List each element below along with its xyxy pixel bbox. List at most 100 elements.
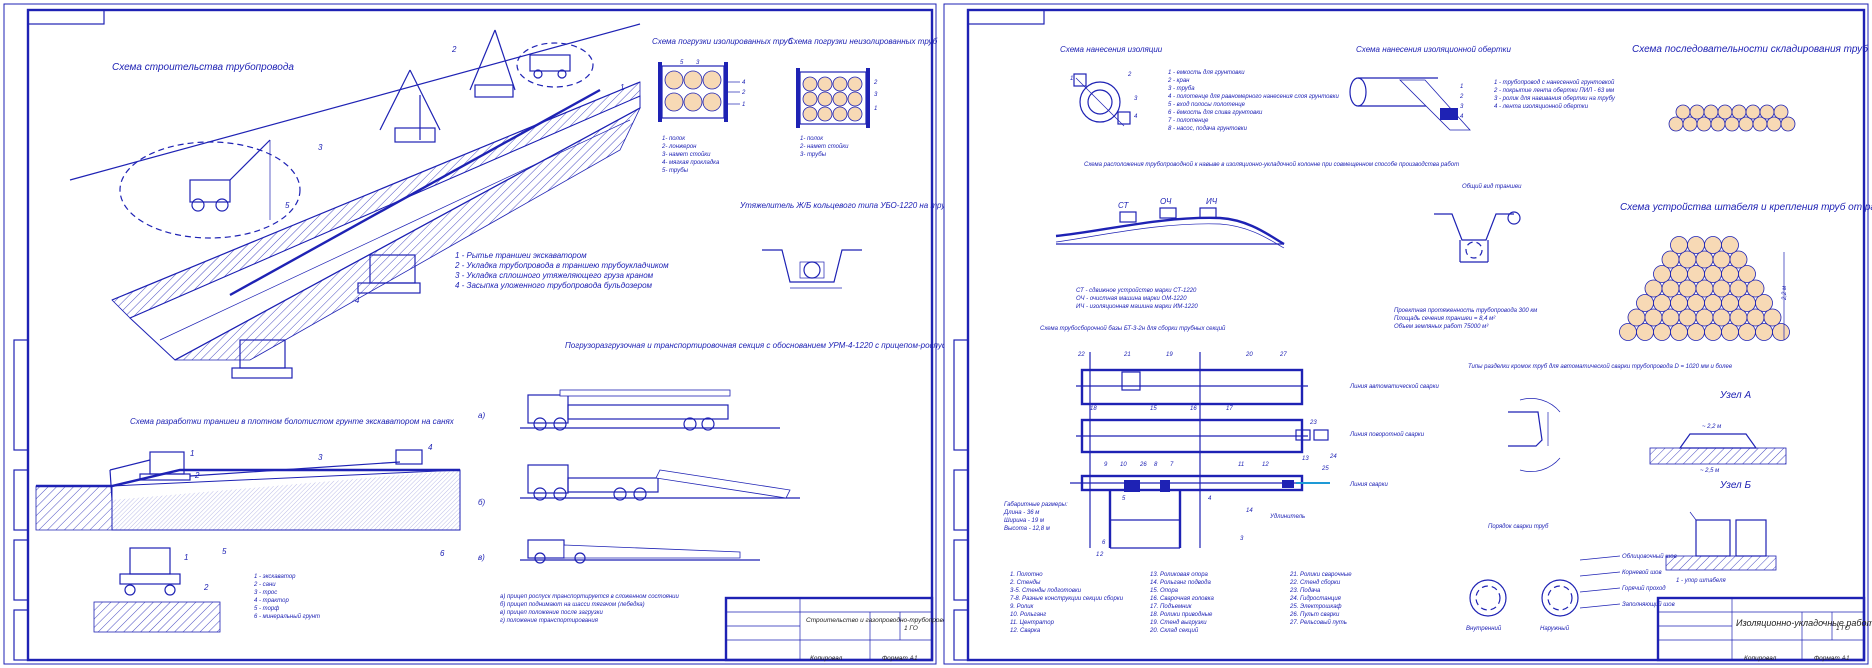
base-legend-item: 20. Склад секций — [1149, 627, 1199, 634]
stack-scheme-title: Схема устройства штабеля и крепления тру… — [1620, 201, 1872, 213]
svg-text:1: 1 — [874, 106, 877, 112]
svg-text:Объем земляных работ 75000 м³: Объем земляных работ 75000 м³ — [1394, 324, 1489, 330]
pipe-circle — [832, 106, 848, 122]
pipe-circle — [832, 91, 848, 107]
sheet-1-margin-boxes — [13, 339, 29, 661]
pipe-circle — [802, 91, 818, 107]
pipe-circle — [1755, 294, 1773, 312]
base-callout: 26 — [1139, 462, 1147, 468]
base-callout: 1 — [1096, 552, 1099, 558]
svg-text:3: 3 — [318, 453, 323, 462]
svg-text:1 ГО: 1 ГО — [1836, 625, 1850, 632]
sheet-2-inner-frame — [966, 8, 1866, 662]
svg-text:Линия автоматической сварки: Линия автоматической сварки — [1349, 383, 1439, 390]
excavation-scheme: 1 2 3 4 5 6 1 2 — [35, 443, 461, 633]
laying-legend: СТ - сдвижное устройство марки СТ-1220 О… — [1076, 287, 1198, 310]
svg-text:Ширина - 19 м: Ширина - 19 м — [1004, 518, 1044, 524]
svg-text:ОЧ - очистная машина марки ОМ-: ОЧ - очистная машина марки ОМ-1220 — [1076, 296, 1187, 302]
svg-text:5- трубы: 5- трубы — [662, 168, 689, 174]
weights-title-line: Утяжелитель Ж/Б кольцевого типа УБО-1220… — [739, 201, 1019, 210]
svg-text:Формат А1: Формат А1 — [1814, 655, 1850, 662]
pipe-circle — [1661, 308, 1680, 327]
pipe-circle — [802, 76, 818, 92]
node-a-drawing: ~ 2,2 м ~ 2,5 м — [1649, 424, 1787, 474]
transport-scheme: а) б) в) — [478, 389, 800, 564]
base-legend-item: 22. Стенд сборки — [1289, 580, 1341, 586]
svg-text:Линия сварки: Линия сварки — [1349, 482, 1388, 488]
svg-text:7 - полотенце: 7 - полотенце — [1168, 118, 1209, 124]
base-legend-item: 1. Полотно — [1010, 572, 1043, 578]
svg-text:Длина - 36 м: Длина - 36 м — [1003, 510, 1039, 516]
pipe-circle — [1746, 279, 1765, 298]
base-callout: 6 — [1102, 540, 1106, 546]
pipe-circle — [1682, 116, 1698, 132]
base-legend-item: 24. Гидростанция — [1289, 596, 1342, 602]
svg-text:1: 1 — [742, 102, 745, 108]
base-legend-item: 9. Ролик — [1010, 604, 1035, 610]
base-legend-item: 14. Рольганг подвода — [1150, 580, 1211, 586]
svg-text:3 - ролик для навивания обертк: 3 - ролик для навивания обертки на трубу — [1494, 96, 1616, 102]
node-a-label: Узел А — [1719, 390, 1751, 401]
pipe-circle — [1636, 294, 1654, 312]
pipe-circle — [1763, 308, 1782, 327]
pipe-circle — [1644, 279, 1663, 298]
bulldozer-icon — [231, 254, 421, 379]
svg-text:Удлинитель: Удлинитель — [1269, 514, 1305, 520]
pipe-circle — [1619, 323, 1637, 341]
pipe-circle — [847, 106, 863, 122]
svg-text:2: 2 — [203, 583, 209, 592]
base-callout: 16 — [1190, 406, 1197, 412]
svg-text:2: 2 — [741, 90, 746, 96]
sheet-2-margin-boxes — [953, 339, 969, 661]
svg-text:1: 1 — [1460, 84, 1463, 90]
svg-text:1: 1 — [1070, 76, 1073, 82]
pipe-circle — [1724, 116, 1740, 132]
base-callout: 11 — [1238, 462, 1244, 468]
pipe-circle — [1687, 265, 1705, 283]
svg-text:Заполняющий шов: Заполняющий шов — [1622, 601, 1675, 608]
base-legend-item: 26. Пульт сварки — [1289, 612, 1340, 618]
base-callout: 2 — [1099, 552, 1104, 558]
svg-text:3- намет стойки: 3- намет стойки — [662, 151, 711, 158]
svg-text:2 - Укладка трубопровода в тра: 2 - Укладка трубопровода в траншею трубо… — [454, 261, 669, 270]
svg-text:2,2 м: 2,2 м — [1782, 286, 1788, 301]
pipe-circle — [1704, 323, 1722, 341]
svg-text:2 - сани: 2 - сани — [253, 582, 276, 588]
pipe-circle — [1721, 294, 1739, 312]
laying-scheme-title: Схема расположения трубопроводной к навы… — [1084, 161, 1459, 168]
pipe-circle — [1704, 265, 1722, 283]
insulation-scheme: 12 34 — [1070, 72, 1138, 127]
base-legend-item: 7-8. Разные конструкции секции сборки — [1010, 596, 1124, 602]
svg-text:Внутренний: Внутренний — [1466, 625, 1502, 632]
pipe-circle — [1687, 323, 1705, 341]
base-callout: 21 — [1123, 352, 1131, 358]
pipe-circle — [1721, 236, 1739, 254]
sheet-1: Схема строительства трубопровода — [3, 3, 1019, 665]
base-legend-item: 25. Электрошкаф — [1289, 604, 1342, 610]
base-callout: 3 — [1240, 536, 1244, 542]
svg-text:1: 1 — [190, 449, 194, 458]
sheet-1-outer-frame — [3, 3, 937, 665]
svg-text:Линия поворотной сварки: Линия поворотной сварки — [1349, 431, 1425, 438]
insulation-legend: 1 - емкость для грунтовки 2 - кран 3 - т… — [1167, 70, 1339, 132]
svg-text:2- намет стойки: 2- намет стойки — [799, 143, 849, 150]
sheet-1-inner-frame — [26, 8, 934, 662]
base-callout: 5 — [1122, 496, 1126, 502]
pipe-circle — [1695, 279, 1714, 298]
construction-scheme-title: Схема строительства трубопровода — [112, 61, 294, 73]
svg-text:4: 4 — [428, 443, 433, 452]
pipe-circle — [1738, 294, 1756, 312]
pipe-circle — [802, 106, 818, 122]
pipe-circle — [1755, 323, 1773, 341]
svg-text:г) положение транспортирования: г) положение транспортирования — [500, 618, 599, 624]
callout-3: 3 — [318, 143, 323, 152]
pipe-circle — [1745, 104, 1761, 120]
svg-text:6: 6 — [440, 549, 445, 558]
construction-scheme: 2 1 3 4 5 — [69, 23, 641, 379]
pipe-circle — [1689, 104, 1705, 120]
base-callout: 12 — [1262, 462, 1269, 468]
svg-text:Корневой шов: Корневой шов — [1622, 569, 1662, 576]
base-callout: 24 — [1329, 454, 1337, 460]
